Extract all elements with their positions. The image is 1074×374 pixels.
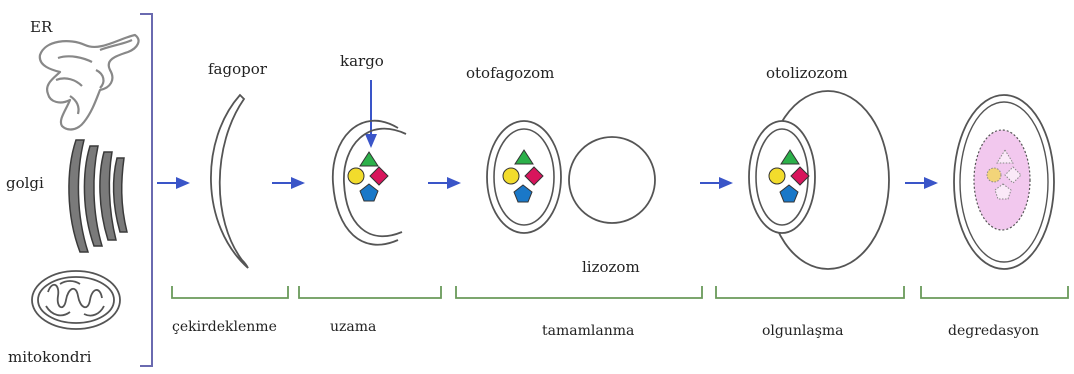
elongation-cargo (348, 152, 388, 201)
bracket-nucleation (172, 286, 288, 298)
golgi-icon (69, 140, 127, 252)
cargo-pentagon (360, 184, 378, 201)
label-mitochondria: mitokondri (8, 348, 92, 366)
elongation-membrane (333, 121, 406, 245)
cargo-circle (348, 168, 364, 184)
label-lysosome: lizozom (582, 258, 640, 276)
stage-elongation: uzama (330, 319, 376, 335)
autophagosome (487, 121, 561, 233)
bracket-completion (456, 286, 702, 298)
label-cargo: kargo (340, 52, 384, 70)
label-golgi: golgi (6, 174, 44, 192)
bracket-maturation (716, 286, 904, 298)
degradation-vesicle (954, 95, 1054, 269)
stage-brackets (172, 286, 1068, 298)
bracket-elongation (299, 286, 441, 298)
label-autophagosome: otofagozom (466, 64, 554, 82)
lysosome (569, 137, 655, 223)
label-phagophore: fagopor (208, 60, 268, 78)
er-icon (40, 35, 139, 129)
stage-completion: tamamlanma (542, 323, 634, 339)
label-er: ER (30, 18, 53, 36)
stage-degradation: degredasyon (948, 323, 1039, 339)
bracket-degradation (921, 286, 1068, 298)
mitochondria-icon (32, 271, 120, 329)
cargo-diamond (370, 167, 388, 185)
organelle-bracket (140, 14, 152, 366)
cargo-triangle (360, 152, 378, 166)
stage-nucleation: çekirdeklenme (172, 319, 277, 335)
label-autolysosome: otolizozom (766, 64, 848, 82)
phagophore-membrane (211, 95, 248, 268)
stage-maturation: olgunlaşma (762, 323, 844, 339)
autolysosome-inner (749, 121, 815, 233)
